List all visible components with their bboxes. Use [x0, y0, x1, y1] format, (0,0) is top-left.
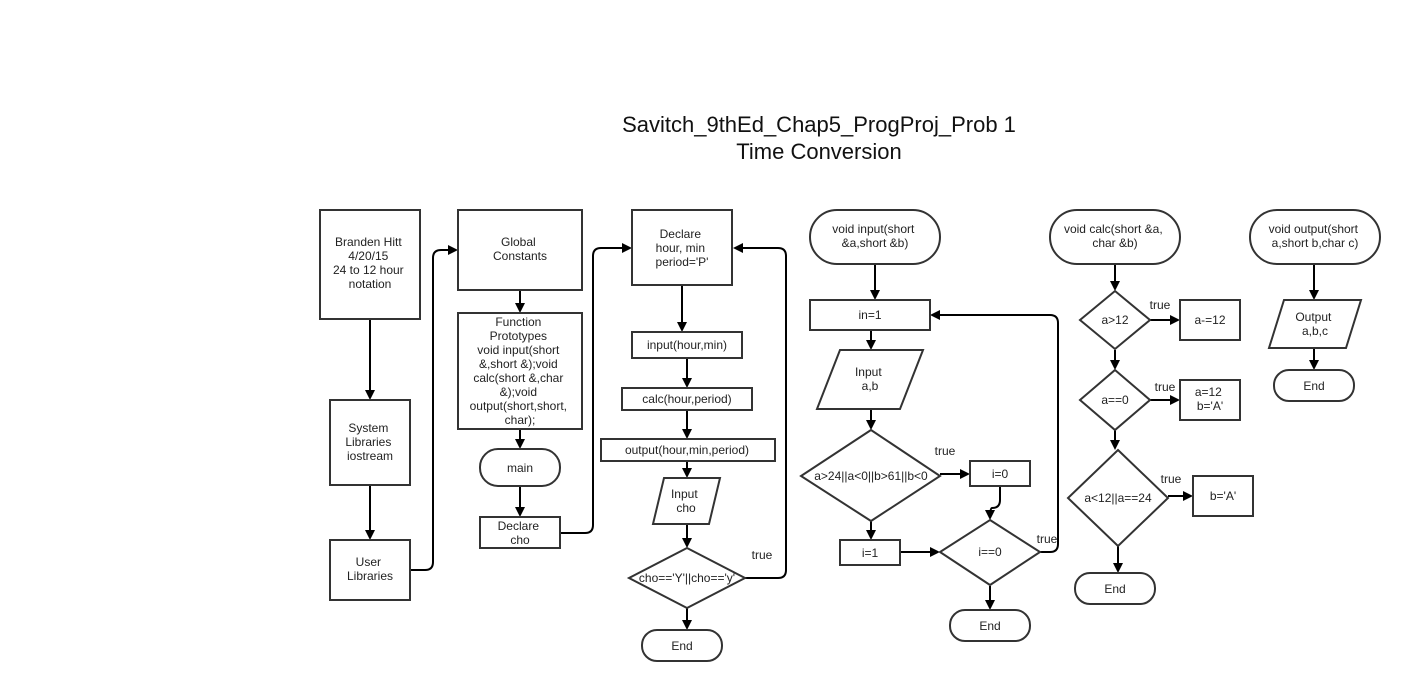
node-i0-label: i=0	[992, 467, 1009, 481]
edge-declcho-to-declhour	[561, 243, 632, 534]
node-i1-label: i=1	[862, 546, 879, 560]
node-output-abc: Output a,b,c	[1267, 299, 1363, 349]
node-loop-decision: cho=='Y'||cho=='y'	[626, 546, 748, 610]
node-fn-output-label: void output(short a,short b,char c)	[1269, 222, 1362, 250]
node-input-ab: Input a,b	[815, 349, 925, 410]
gt12-true-label: true	[1150, 298, 1171, 312]
node-function-prototypes: Function Prototypes void input(short &,s…	[457, 312, 583, 430]
node-end-input-label: End	[979, 619, 1000, 633]
node-declare-hour: Declare hour, min period='P'	[631, 209, 733, 286]
node-end-input: End	[949, 609, 1031, 642]
node-fn-input: void input(short &a,short &b)	[809, 209, 941, 265]
valid-true-label: true	[935, 444, 956, 458]
edge-userlib-to-globals	[411, 245, 458, 571]
node-end-calc-label: End	[1104, 582, 1125, 596]
edge-loopdec-true-to-declhour	[733, 243, 787, 579]
diagram-subtitle: Time Conversion	[736, 139, 901, 164]
node-end-output-label: End	[1303, 379, 1324, 393]
node-end-main-label: End	[671, 639, 692, 653]
diagram-title: Savitch_9thEd_Chap5_ProgProj_Prob 1	[622, 112, 1016, 137]
node-call-output: output(hour,min,period)	[600, 438, 776, 462]
node-set12: a=12 b='A'	[1179, 379, 1241, 421]
node-end-main: End	[641, 629, 723, 662]
eq0-true-label: true	[1155, 380, 1176, 394]
node-main-label: main	[507, 461, 533, 475]
node-call-input: input(hour,min)	[631, 331, 743, 359]
node-fn-calc-label: void calc(short &a, char &b)	[1064, 222, 1166, 250]
node-declare-cho: Declare cho	[479, 516, 561, 549]
node-eq0-decision-label: a==0	[1101, 393, 1129, 407]
node-gt12-decision: a>12	[1078, 289, 1152, 351]
node-gt12-decision-label: a>12	[1101, 313, 1128, 327]
node-loop-decision-label: cho=='Y'||cho=='y'	[639, 571, 735, 585]
node-header-label: Branden Hitt 4/20/15 24 to 12 hour notat…	[333, 235, 407, 291]
node-i0: i=0	[969, 460, 1031, 487]
node-i-decision: i==0	[938, 518, 1042, 587]
node-setA-label: b='A'	[1210, 489, 1236, 503]
node-in1: in=1	[809, 299, 931, 331]
node-setA: b='A'	[1192, 475, 1254, 517]
node-validity-decision: a>24||a<0||b>61||b<0	[799, 428, 942, 523]
node-header: Branden Hitt 4/20/15 24 to 12 hour notat…	[319, 209, 421, 320]
node-sub12: a-=12	[1179, 299, 1241, 341]
node-global-constants: Global Constants	[457, 209, 583, 291]
edge-labels: true true true true true true	[752, 298, 1182, 562]
node-fn-output: void output(short a,short b,char c)	[1249, 209, 1381, 265]
node-am-decision: a<12||a==24	[1066, 448, 1170, 548]
node-i-decision-label: i==0	[978, 545, 1002, 559]
node-input-ab-label: Input a,b	[855, 365, 885, 393]
node-function-prototypes-label: Function Prototypes void input(short &,s…	[470, 315, 571, 427]
i-true-label: true	[1037, 532, 1058, 546]
node-set12-label: a=12 b='A'	[1195, 385, 1225, 413]
node-call-input-label: input(hour,min)	[647, 338, 727, 352]
node-system-libraries: System Libraries iostream	[329, 399, 411, 486]
node-end-output: End	[1273, 369, 1355, 402]
node-system-libraries-label: System Libraries iostream	[345, 421, 394, 463]
node-input-cho-label: Input cho	[671, 487, 701, 515]
am-true-label: true	[1161, 472, 1182, 486]
node-end-calc: End	[1074, 572, 1156, 605]
node-in1-label: in=1	[858, 308, 881, 322]
node-call-calc-label: calc(hour,period)	[642, 392, 731, 406]
edges	[365, 243, 1319, 630]
node-call-output-label: output(hour,min,period)	[625, 443, 749, 457]
node-global-constants-label: Global Constants	[493, 235, 547, 263]
node-sub12-label: a-=12	[1194, 313, 1225, 327]
node-am-decision-label: a<12||a==24	[1084, 491, 1152, 505]
loop-true-label: true	[752, 548, 773, 562]
node-input-cho: Input cho	[651, 477, 722, 525]
node-eq0-decision: a==0	[1078, 368, 1152, 432]
node-fn-input-label: void input(short &a,short &b)	[832, 222, 917, 250]
edge-i0-to-idec	[985, 486, 1001, 520]
edge-idec-true-to-in1	[930, 310, 1059, 553]
node-output-abc-label: Output a,b,c	[1295, 310, 1334, 338]
node-call-calc: calc(hour,period)	[621, 387, 753, 411]
node-user-libraries-label: User Libraries	[347, 555, 393, 583]
node-user-libraries: User Libraries	[329, 539, 411, 601]
node-declare-cho-label: Declare cho	[498, 519, 543, 547]
node-main: main	[479, 448, 561, 487]
node-declare-hour-label: Declare hour, min period='P'	[656, 227, 709, 269]
node-validity-decision-label: a>24||a<0||b>61||b<0	[814, 469, 928, 483]
node-fn-calc: void calc(short &a, char &b)	[1049, 209, 1181, 265]
node-i1: i=1	[839, 539, 901, 566]
